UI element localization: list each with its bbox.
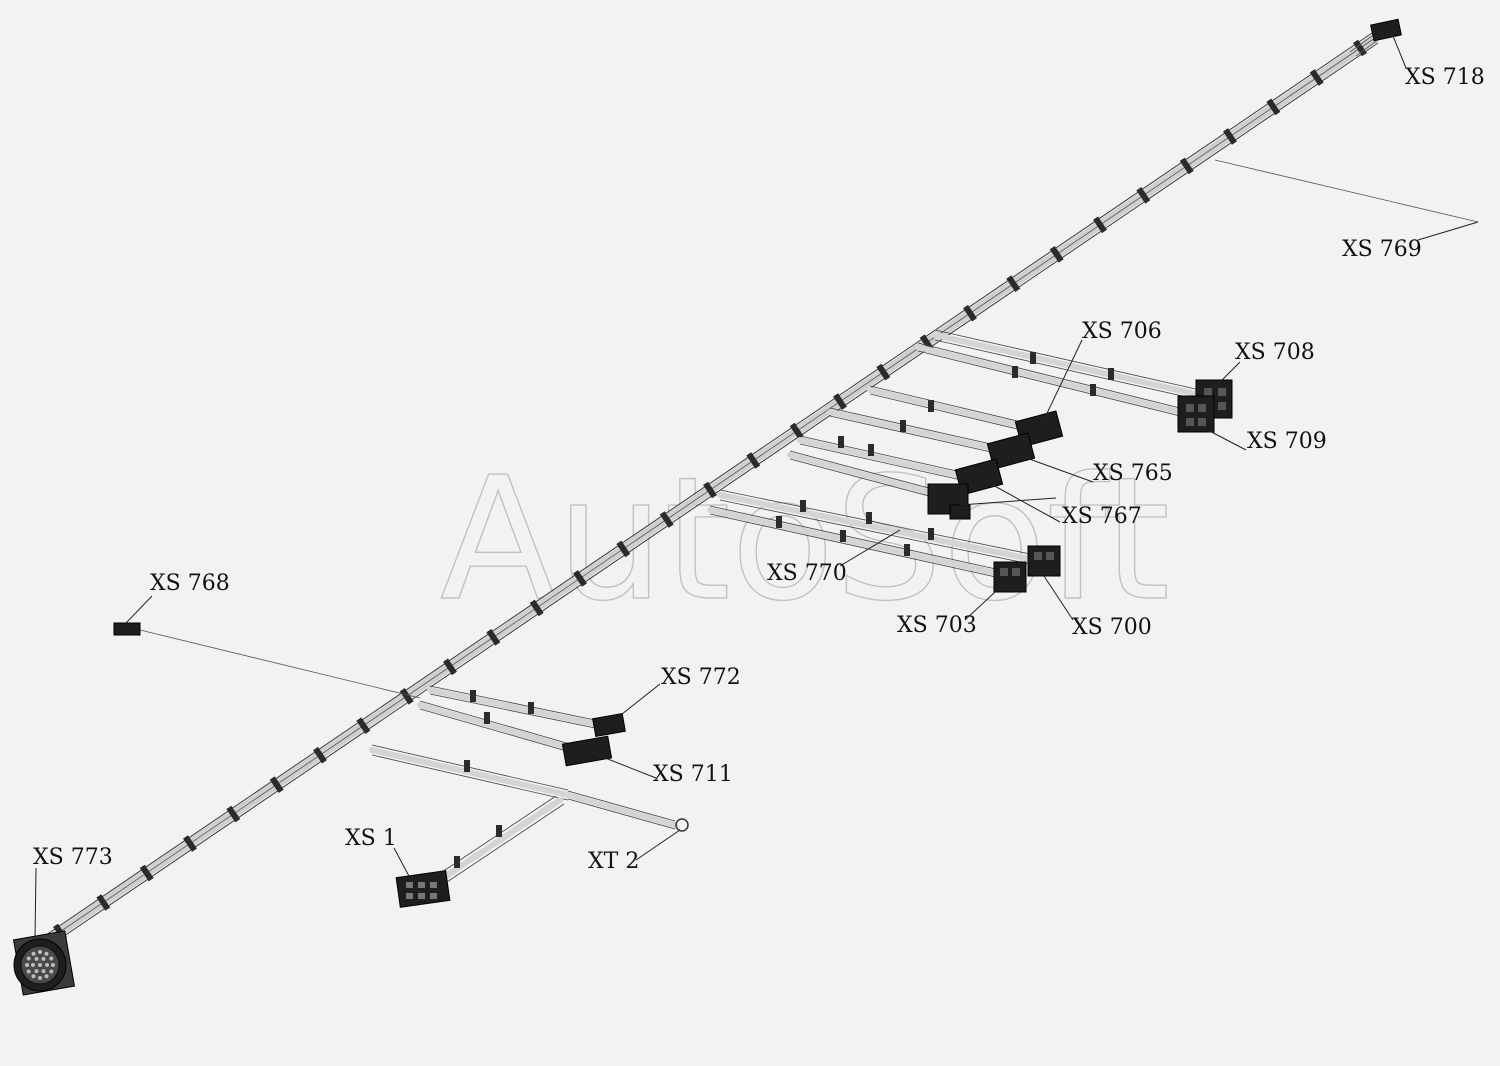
connector-xs700 <box>1027 545 1061 577</box>
connector-pin <box>26 969 31 974</box>
connector-xs765 <box>986 432 1036 470</box>
label-xs1: XS 1 <box>345 826 397 851</box>
trunk-clip <box>1136 186 1151 204</box>
label-xs767: XS 767 <box>1062 504 1142 529</box>
connector-pin <box>31 974 36 979</box>
trunk-clip <box>876 363 891 381</box>
connector-xs772 <box>592 712 626 738</box>
wire-xs769 <box>1214 159 1479 223</box>
trunk-clip <box>659 511 674 528</box>
connector-pin <box>25 963 29 967</box>
trunk-clip <box>399 687 414 705</box>
label-xs708: XS 708 <box>1235 340 1315 365</box>
connector-pin <box>49 956 54 961</box>
connector-pin <box>38 963 42 967</box>
trunk-clip <box>703 481 717 499</box>
connector-pin <box>41 969 46 974</box>
leader-lines <box>34 35 1479 941</box>
trunk-clip <box>1223 128 1237 145</box>
connector-pin <box>44 974 49 979</box>
branch-xs1-xt2 <box>369 744 689 885</box>
label-xs772: XS 772 <box>661 665 741 690</box>
connector-xs773 <box>12 930 76 996</box>
connector-pin <box>41 956 46 961</box>
label-xs769: XS 769 <box>1342 237 1422 262</box>
label-xs706: XS 706 <box>1082 319 1162 344</box>
connector-xs711 <box>561 735 613 767</box>
connector-pin <box>26 956 31 961</box>
label-xs700: XS 700 <box>1072 615 1152 640</box>
connector-pin <box>45 963 49 967</box>
trunk-clip <box>963 304 977 322</box>
trunk-clip <box>356 717 371 735</box>
connector-pin <box>38 950 42 954</box>
trunk-clip <box>139 864 154 882</box>
trunk-clip <box>443 658 457 676</box>
connector-pin <box>38 976 42 980</box>
connector-pin <box>44 951 49 956</box>
branch-xs772-xs711 <box>417 685 603 753</box>
label-xs768: XS 768 <box>150 571 230 596</box>
trunk-clip <box>226 805 241 823</box>
trunk-clip <box>919 334 934 352</box>
trunk-clip <box>789 422 804 440</box>
trunk-clip <box>1093 216 1107 234</box>
trunk-clip <box>313 746 327 764</box>
trunk-clip <box>1266 98 1281 116</box>
trunk-clip <box>833 393 847 410</box>
label-xs709: XS 709 <box>1247 429 1327 454</box>
connector-pin <box>49 969 54 974</box>
trunk-clip <box>486 628 501 646</box>
label-xs718: XS 718 <box>1405 65 1485 90</box>
connector-xs718 <box>1349 18 1402 57</box>
trunk-clip <box>1049 245 1064 263</box>
label-xs773: XS 773 <box>33 845 113 870</box>
trunk-clip <box>746 452 761 469</box>
branch-xs708-xs709 <box>915 329 1203 417</box>
trunk-clip <box>1179 157 1194 175</box>
trunk-clip <box>1309 69 1324 86</box>
connector-xs1 <box>395 870 451 908</box>
component-labels: XS 718 XS 769 XS 706 XS 708 XS 709 XS 76… <box>33 65 1485 874</box>
connector-xs709 <box>1177 395 1215 433</box>
trunk-clip <box>529 599 544 617</box>
trunk-clip <box>269 776 284 794</box>
connector-pin <box>34 969 39 974</box>
branch-xs706-xs765-xs767 <box>787 385 1033 500</box>
trunk-clip <box>1353 39 1367 57</box>
connector-pin <box>34 956 39 961</box>
trunk-clip <box>573 570 587 587</box>
label-xs711: XS 711 <box>653 762 733 787</box>
label-xs703: XS 703 <box>897 613 977 638</box>
connector-xs770 <box>927 483 971 520</box>
connector-pin <box>31 963 35 967</box>
branch-xs703-xs700 <box>707 489 1038 580</box>
trunk-clip <box>183 835 197 852</box>
trunk-clip <box>616 540 631 558</box>
wire-xs768 <box>113 622 421 699</box>
label-xs770: XS 770 <box>767 561 847 586</box>
trunk-clips <box>53 39 1367 941</box>
connector-pin <box>51 963 55 967</box>
trunk-clip <box>1006 275 1021 293</box>
watermark-text: AutoSoft <box>440 441 1170 639</box>
label-xt2: XT 2 <box>588 849 639 874</box>
connector-pin <box>31 951 36 956</box>
trunk-clip <box>96 894 111 911</box>
label-xs765: XS 765 <box>1093 461 1173 486</box>
connector-xs703 <box>993 561 1027 593</box>
